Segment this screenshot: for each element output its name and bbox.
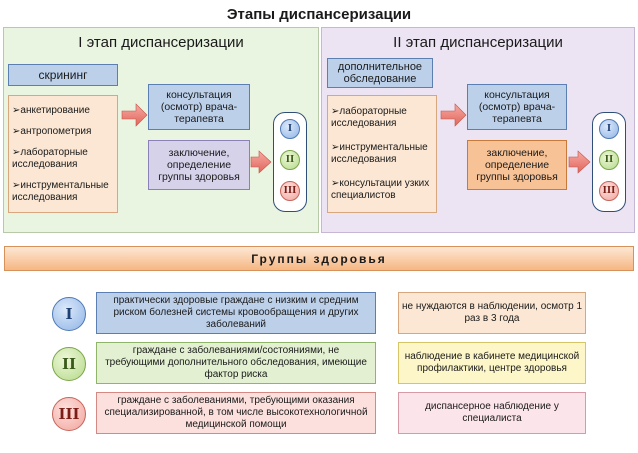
stage2-consultation-box: консультация (осмотр) врача-терапевта xyxy=(467,84,567,130)
stage2-conclusion-box: заключение, определение группы здоровья xyxy=(467,140,567,190)
stage1-item: ➢антропометрия xyxy=(12,125,92,137)
stage1-item: ➢анкетирование xyxy=(12,104,90,116)
health-groups-banner: Группы здоровья xyxy=(4,246,634,271)
group-2-icon: II xyxy=(280,150,300,170)
group-3-large-icon: III xyxy=(52,397,86,431)
stage1-title: I этап диспансеризации xyxy=(78,34,244,51)
stage1-consultation-box: консультация (осмотр) врача-терапевта xyxy=(148,84,250,130)
arrow-icon xyxy=(440,103,467,127)
stage2-groups-frame: I II III xyxy=(592,112,626,212)
group-3-icon: III xyxy=(280,181,300,201)
stage2-title: II этап диспансеризации xyxy=(393,34,563,51)
stage1-item: ➢лабораторные исследования xyxy=(12,146,88,170)
group-3-description: граждане с заболеваниями, требующими ока… xyxy=(96,392,376,434)
stage2-items-list: ➢лабораторные исследования ➢инструментал… xyxy=(327,95,437,213)
stage2-item: ➢лабораторные исследования xyxy=(331,106,407,129)
group-1-large-icon: I xyxy=(52,297,86,331)
group-2-large-icon: II xyxy=(52,347,86,381)
stage1-item: ➢инструментальные исследования xyxy=(12,179,109,203)
arrow-icon xyxy=(121,103,148,127)
group-1-icon: I xyxy=(599,119,619,139)
additional-examination-label: дополнительное обследование xyxy=(327,58,433,88)
group-2-icon: II xyxy=(599,150,619,170)
group-2-action: наблюдение в кабинете медицинской профил… xyxy=(398,342,586,384)
page-title: Этапы диспансеризации xyxy=(226,6,412,23)
group-1-action: не нуждаются в наблюдении, осмотр 1 раз … xyxy=(398,292,586,334)
group-1-description: практически здоровые граждане с низким и… xyxy=(96,292,376,334)
group-2-description: граждане с заболеваниями/состояниями, не… xyxy=(96,342,376,384)
stage1-items-list: ➢анкетирование ➢антропометрия ➢лаборатор… xyxy=(8,95,118,213)
stage2-item: ➢инструментальные исследования xyxy=(331,142,428,165)
screening-label: скрининг xyxy=(8,64,118,86)
arrow-icon xyxy=(568,150,591,174)
stage2-item: ➢консультации узких специалистов xyxy=(331,178,430,201)
group-3-action: диспансерное наблюдение у специалиста xyxy=(398,392,586,434)
group-3-icon: III xyxy=(599,181,619,201)
arrow-icon xyxy=(250,150,272,174)
stage1-conclusion-box: заключение, определение группы здоровья xyxy=(148,140,250,190)
group-1-icon: I xyxy=(280,119,300,139)
stage1-groups-frame: I II III xyxy=(273,112,307,212)
